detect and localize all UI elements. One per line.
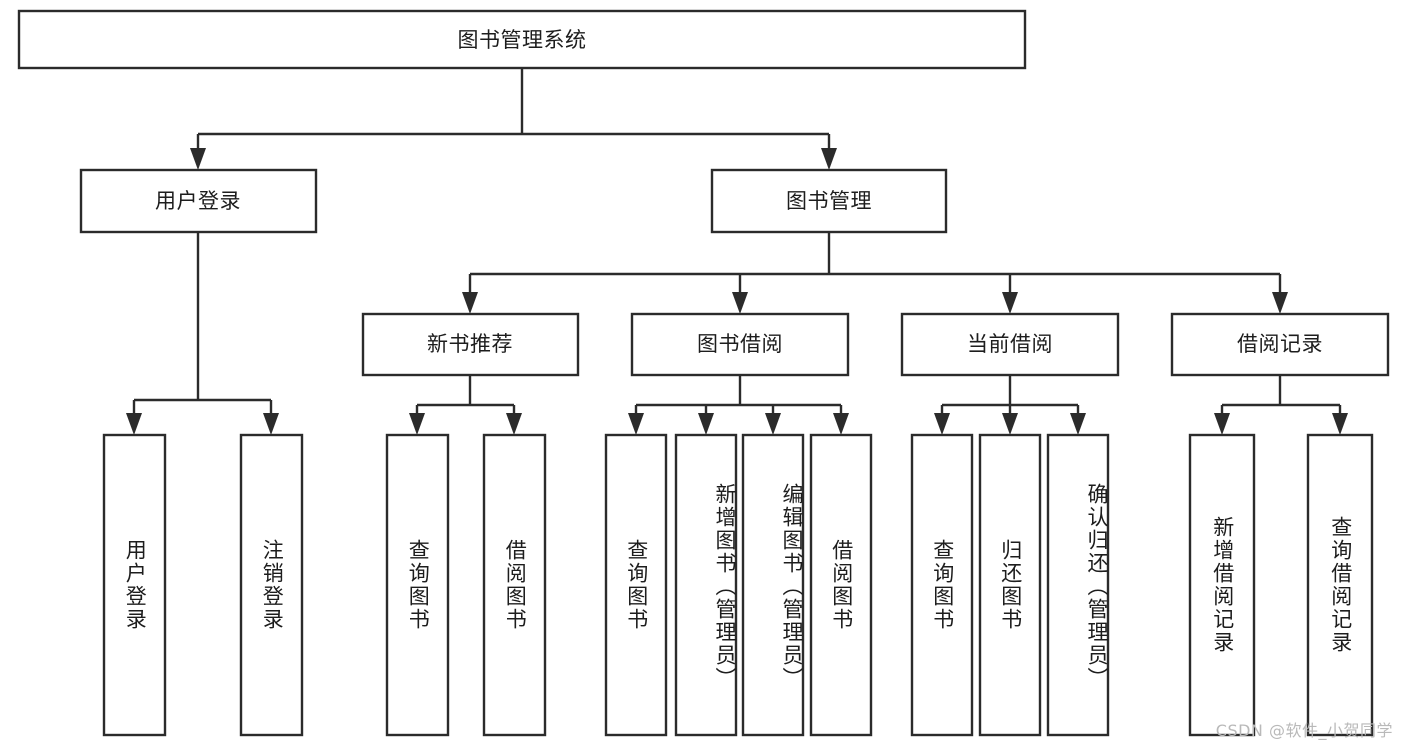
arrow-head-book-borrow	[732, 292, 748, 314]
arrow-head-br-leaf-2	[1332, 413, 1348, 435]
arrow-head-nb-leaf-2	[506, 413, 522, 435]
node-new-book-recommend[interactable]	[361, 312, 580, 377]
leaf-book-borrow-1[interactable]	[674, 433, 738, 737]
watermark-text: CSDN @软件_小贺同学	[1215, 721, 1393, 740]
arrow-head-cb-leaf-1	[934, 413, 950, 435]
leaf-book-borrow-0[interactable]	[604, 433, 668, 737]
arrow-head-new-book	[462, 292, 478, 314]
arrow-head-bb-leaf-2	[698, 413, 714, 435]
leaf-user-login-0[interactable]	[102, 433, 167, 737]
node-root[interactable]	[17, 9, 1027, 70]
leaf-borrow-record-1[interactable]	[1306, 433, 1374, 737]
node-current-borrow-label: 当前借阅	[967, 332, 1053, 356]
leaf-user-login-1[interactable]	[239, 433, 304, 737]
node-user-login[interactable]	[79, 168, 318, 234]
nodes-layer: 图书管理系统 用户登录 图书管理 新书推荐 图书借阅 当前借阅 借阅记录	[17, 9, 1390, 737]
leaf-new-book-0[interactable]	[385, 433, 450, 737]
arrow-head-bb-leaf-3	[765, 413, 781, 435]
arrow-head-nb-leaf-1	[409, 413, 425, 435]
arrow-head-book-mgmt	[821, 148, 837, 170]
arrow-head-user-login	[190, 148, 206, 170]
arrow-head-bb-leaf-4	[833, 413, 849, 435]
node-book-management[interactable]	[710, 168, 948, 234]
node-borrow-record-label: 借阅记录	[1237, 332, 1323, 356]
node-borrow-record[interactable]	[1170, 312, 1390, 377]
arrow-head-borrow-record	[1272, 292, 1288, 314]
leaf-book-borrow-2[interactable]	[741, 433, 805, 737]
node-user-login-label: 用户登录	[155, 189, 241, 213]
leaf-current-borrow-1[interactable]	[978, 433, 1042, 737]
leaf-book-borrow-3[interactable]	[809, 433, 873, 737]
arrow-head-leaf-logout	[263, 413, 279, 435]
leaf-current-borrow-0[interactable]	[910, 433, 974, 737]
edges-layer	[126, 68, 1348, 435]
node-current-borrow[interactable]	[900, 312, 1120, 377]
arrow-head-bb-leaf-1	[628, 413, 644, 435]
node-book-borrow[interactable]	[630, 312, 850, 377]
leaf-new-book-1[interactable]	[482, 433, 547, 737]
node-book-borrow-label: 图书借阅	[697, 332, 783, 356]
leaf-current-borrow-2[interactable]	[1046, 433, 1110, 737]
arrow-head-cb-leaf-2	[1002, 413, 1018, 435]
node-new-book-recommend-label: 新书推荐	[427, 332, 513, 356]
arrow-head-br-leaf-1	[1214, 413, 1230, 435]
arrow-head-cb-leaf-3	[1070, 413, 1086, 435]
node-book-management-label: 图书管理	[786, 189, 872, 213]
arrow-head-leaf-user-login	[126, 413, 142, 435]
leaf-borrow-record-0[interactable]	[1188, 433, 1256, 737]
arrow-head-current-borrow	[1002, 292, 1018, 314]
node-root-label: 图书管理系统	[458, 28, 587, 52]
